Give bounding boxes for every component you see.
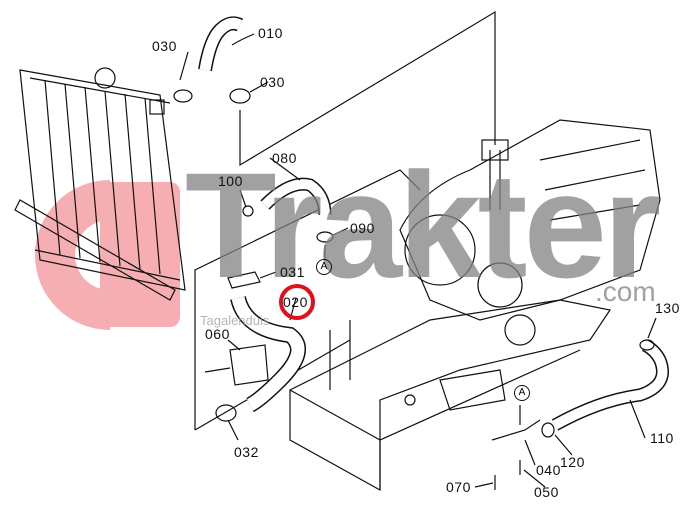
engine — [399, 119, 661, 346]
highlight-ring — [279, 284, 315, 320]
line-art — [14, 10, 669, 492]
part-label-010[interactable]: 010 — [258, 25, 283, 41]
part-label-070[interactable]: 070 — [446, 479, 471, 495]
part-label-031[interactable]: 031 — [280, 264, 305, 280]
part-label-040[interactable]: 040 — [536, 462, 561, 478]
part-label-080[interactable]: 080 — [272, 150, 297, 166]
part-label-110[interactable]: 110 — [650, 430, 674, 446]
watermark-brand: Trakter — [185, 141, 661, 309]
reference-marker-a: A — [514, 385, 530, 401]
part-label-060[interactable]: 060 — [205, 326, 230, 342]
part-label-100[interactable]: 100 — [218, 173, 243, 189]
part-label-020[interactable]: 020 — [283, 294, 308, 310]
part-label-050[interactable]: 050 — [534, 484, 559, 500]
part-label-032[interactable]: 032 — [234, 444, 259, 460]
part-label-090[interactable]: 090 — [350, 220, 375, 236]
part-label-130[interactable]: 130 — [655, 300, 680, 316]
watermark-tagline: Tagalenduis — [200, 313, 270, 328]
part-label-030[interactable]: 030 — [152, 38, 177, 54]
watermark-suffix: .com — [595, 276, 656, 307]
part-label-030[interactable]: 030 — [260, 74, 285, 90]
part-label-120[interactable]: 120 — [560, 454, 585, 470]
watermark-logo — [35, 180, 180, 330]
frame — [289, 299, 611, 492]
reference-marker-a: A — [316, 259, 332, 275]
radiator — [14, 67, 186, 301]
